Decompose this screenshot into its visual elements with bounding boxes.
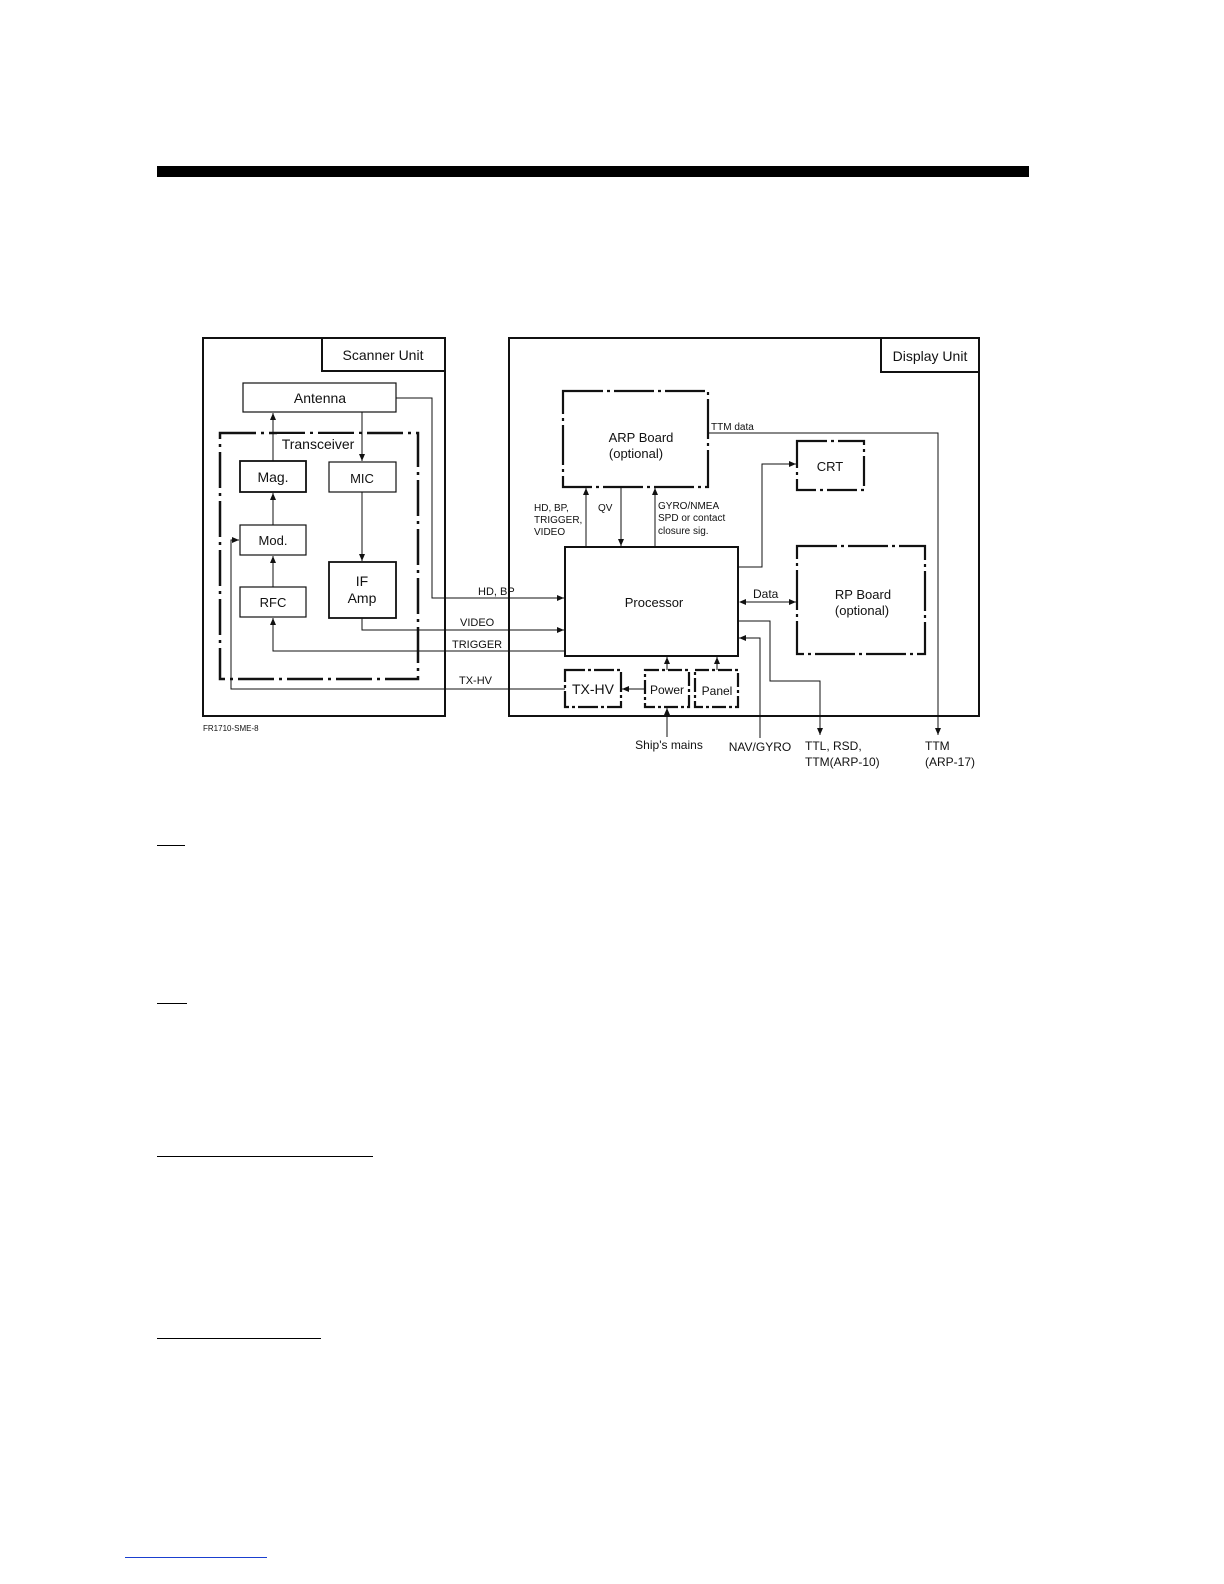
underline-mark-4	[157, 1338, 321, 1339]
signal-data: Data	[753, 587, 779, 601]
txhv-label: TX-HV	[572, 681, 615, 697]
power-block: Power	[643, 668, 691, 709]
panel-block: Panel	[693, 668, 740, 709]
signal-ttm-data: TTM data	[711, 422, 754, 433]
scanner-unit: Scanner Unit	[202, 337, 446, 717]
display-unit-label: Display Unit	[893, 348, 968, 364]
arp-board-label-line1: ARP Board	[609, 430, 674, 445]
signal-gyro-in-3: closure sig.	[658, 526, 709, 537]
figure-id: FR1710-SME-8	[203, 724, 259, 733]
signal-qv: QV	[598, 503, 613, 514]
rp-board-block: RP Board (optional)	[795, 544, 927, 656]
transceiver-frame: Transceiver	[218, 431, 420, 681]
signal-hd-bp: HD, BP	[478, 586, 515, 598]
signal-trigger: TRIGGER	[452, 639, 502, 651]
if-amp-block: IF Amp	[328, 561, 397, 619]
scanner-unit-label: Scanner Unit	[343, 347, 424, 363]
ttm-label-line1: TTM	[925, 739, 950, 753]
mag-label: Mag.	[257, 469, 288, 485]
transceiver-label: Transceiver	[282, 436, 355, 452]
antenna-label: Antenna	[294, 390, 346, 406]
txhv-block: TX-HV	[563, 668, 623, 709]
bottom-link-underline	[125, 1557, 267, 1558]
signal-arp-in-3: VIDEO	[534, 527, 565, 538]
processor-label: Processor	[625, 595, 684, 610]
signal-tx-hv: TX-HV	[459, 675, 493, 687]
header-rule	[157, 166, 1029, 177]
underline-mark-1	[157, 845, 185, 846]
if-amp-label-line1: IF	[356, 573, 368, 589]
if-amp-label-line2: Amp	[348, 590, 377, 606]
arp-board-block: ARP Board (optional)	[561, 389, 710, 489]
mag-block: Mag.	[239, 460, 307, 493]
antenna-block: Antenna	[242, 382, 397, 413]
display-unit: Display Unit	[508, 337, 980, 717]
nav-gyro-label: NAV/GYRO	[729, 740, 791, 754]
underline-mark-2	[157, 1003, 187, 1004]
display-connections	[583, 432, 941, 738]
crt-block: CRT	[795, 439, 866, 492]
mod-label: Mod.	[259, 533, 288, 548]
block-diagram: Scanner Unit Display Unit Transceiver An…	[202, 337, 980, 769]
rfc-block: RFC	[239, 586, 307, 618]
power-label: Power	[650, 683, 684, 697]
mic-block: MIC	[328, 461, 397, 493]
rfc-label: RFC	[260, 595, 287, 610]
mod-block: Mod.	[239, 524, 307, 556]
panel-label: Panel	[702, 684, 733, 698]
crt-label: CRT	[817, 459, 844, 474]
ttl-rsd-label-line2: TTM(ARP-10)	[805, 755, 880, 769]
signal-video: VIDEO	[460, 617, 495, 629]
ttl-rsd-label-line1: TTL, RSD,	[805, 739, 862, 753]
arp-board-label-line2: (optional)	[609, 446, 663, 461]
signal-gyro-in-2: SPD or contact	[658, 513, 725, 524]
interunit-connections	[230, 397, 565, 690]
mic-label: MIC	[350, 471, 374, 486]
scanner-connections	[270, 412, 365, 587]
rp-board-label-line2: (optional)	[835, 603, 889, 618]
rp-board-label-line1: RP Board	[835, 587, 891, 602]
ships-mains-label: Ship's mains	[635, 738, 703, 752]
underline-mark-3	[157, 1156, 373, 1157]
processor-block: Processor	[564, 546, 739, 657]
signal-arp-in-2: TRIGGER,	[534, 515, 582, 526]
signal-arp-in-1: HD, BP,	[534, 503, 569, 514]
signal-gyro-in-1: GYRO/NMEA	[658, 501, 719, 512]
ttm-label-line2: (ARP-17)	[925, 755, 975, 769]
